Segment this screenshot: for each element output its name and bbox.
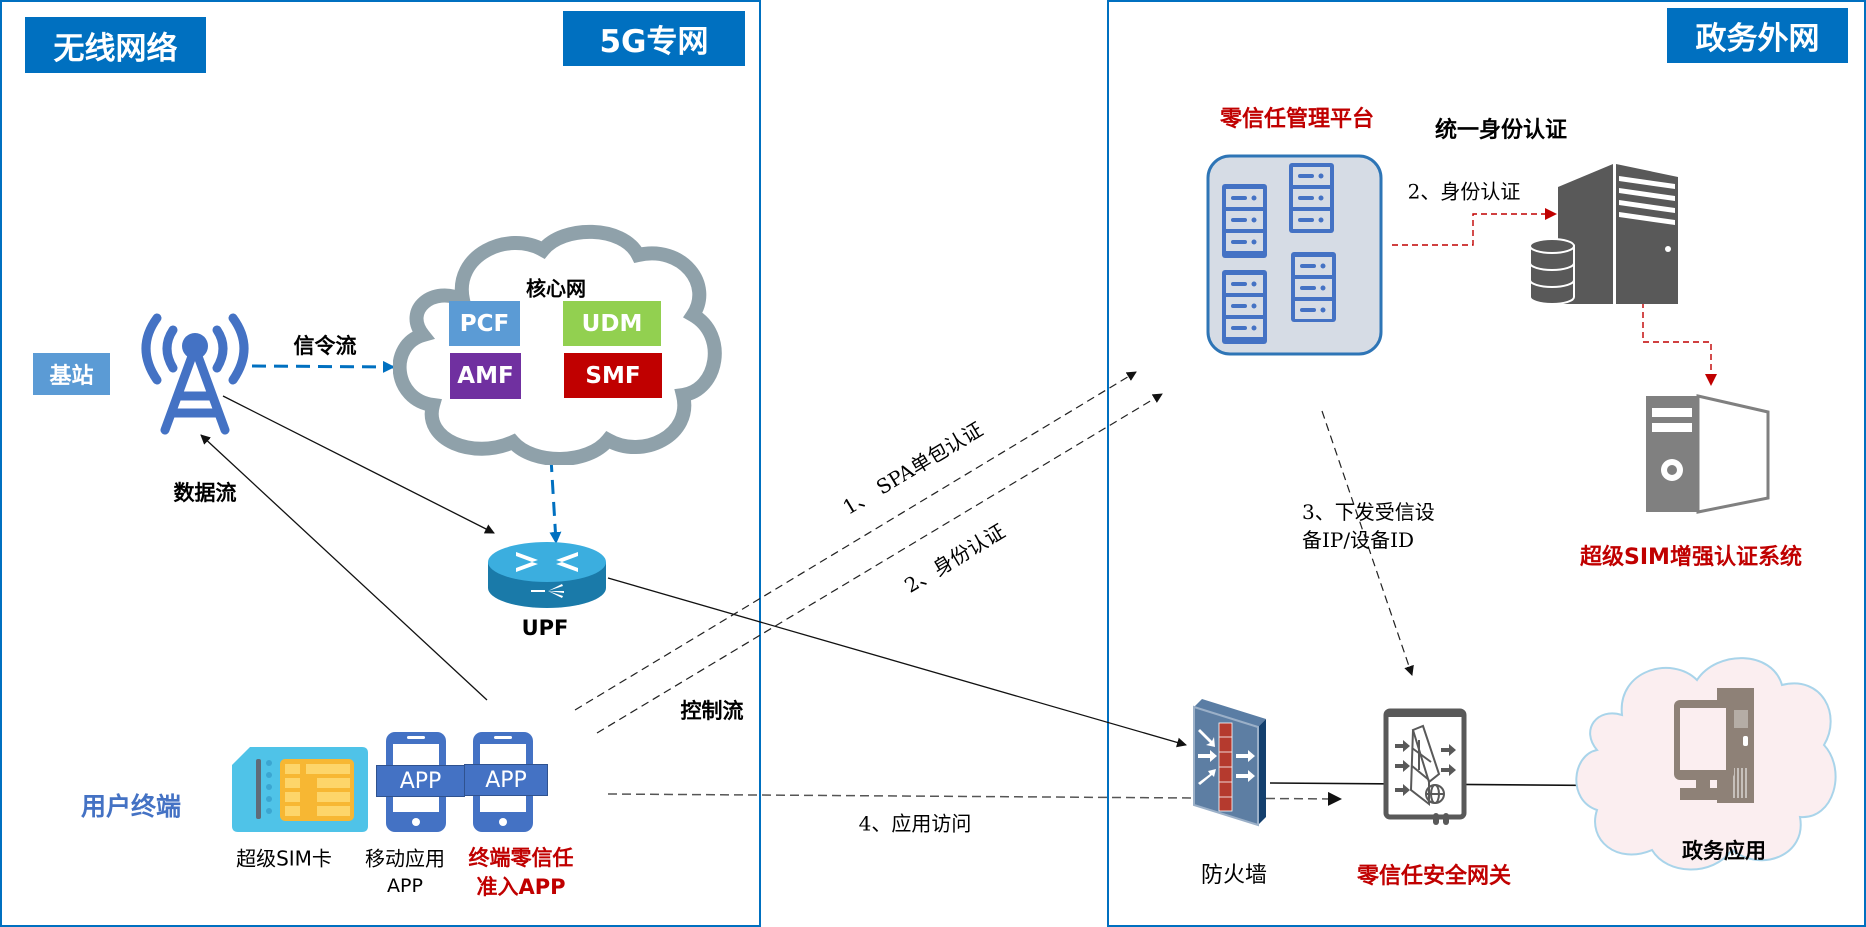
pcf-box: PCF (449, 301, 520, 346)
zero-trust-app-badge: APP (464, 764, 548, 796)
cell-tower-icon (141, 313, 249, 435)
private-5g-tag: 5G专网 (563, 11, 745, 66)
firewall-icon (1193, 699, 1266, 827)
upf-label: UPF (521, 616, 569, 640)
policy-dispatch-label-1: 3、下发受信设 (1302, 500, 1435, 524)
upf-to-firewall-line (607, 577, 1187, 748)
gov-app-label: 政务应用 (1682, 839, 1766, 863)
core-network-cloud (393, 224, 722, 465)
mobile-app-label-2: APP (387, 875, 423, 897)
app-access-label: 4、应用访问 (858, 811, 972, 836)
zero-trust-app-label-1: 终端零信任 (468, 846, 574, 870)
user-terminal-label: 用户终端 (80, 792, 182, 821)
signaling-flow-line (251, 360, 395, 373)
gov-app-computer-icon (1674, 688, 1754, 803)
unified-identity-title: 统一身份认证 (1434, 118, 1568, 143)
firewall-label: 防火墙 (1200, 863, 1268, 888)
data-flow-label: 数据流 (173, 481, 237, 505)
mobile-app-badge: APP (376, 765, 465, 797)
super-sim-auth-server-icon (1646, 394, 1770, 514)
wireless-network-tag: 无线网络 (25, 17, 206, 73)
super-sim-card-icon (232, 747, 368, 832)
data-flow-line (200, 434, 488, 701)
super-sim-label: 超级SIM卡 (236, 846, 332, 871)
core-network-title: 核心网 (526, 276, 586, 301)
super-sim-system-label: 超级SIM增强认证系统 (1580, 545, 1802, 570)
identity-auth-line (596, 393, 1163, 734)
identity-server-icon (1529, 164, 1678, 305)
zt-gateway-label: 零信任安全网关 (1356, 864, 1512, 889)
gov-extranet-tag: 政务外网 (1667, 8, 1848, 63)
zt-gateway-icon (1383, 708, 1467, 825)
identity-to-supersim-line (1642, 302, 1717, 386)
signaling-flow-label: 信令流 (293, 334, 357, 358)
amf-box: AMF (450, 353, 521, 399)
zero-trust-app-label-2: 准入APP (476, 875, 566, 899)
base-station-label: 基站 (33, 353, 110, 395)
gov-extranet-panel (1107, 0, 1866, 927)
core-to-upf-line (549, 457, 562, 544)
platform-to-identity-line (1392, 208, 1557, 246)
upf-router-icon (488, 542, 606, 608)
zt-mgmt-platform-icon (1206, 154, 1383, 356)
udm-box: UDM (563, 301, 661, 346)
tower-to-upf-line (222, 395, 495, 534)
mobile-app-label-1: 移动应用 (365, 846, 445, 871)
wireless-5g-panel (0, 0, 761, 927)
zt-mgmt-platform-title: 零信任管理平台 (1219, 107, 1375, 132)
policy-dispatch-line (1321, 410, 1414, 676)
smf-box: SMF (564, 353, 662, 398)
control-flow-label: 控制流 (680, 699, 744, 723)
policy-dispatch-label-2: 备IP/设备ID (1302, 528, 1415, 552)
idp-auth-label: 2、身份认证 (1407, 179, 1521, 204)
spa-auth-line (574, 371, 1137, 711)
